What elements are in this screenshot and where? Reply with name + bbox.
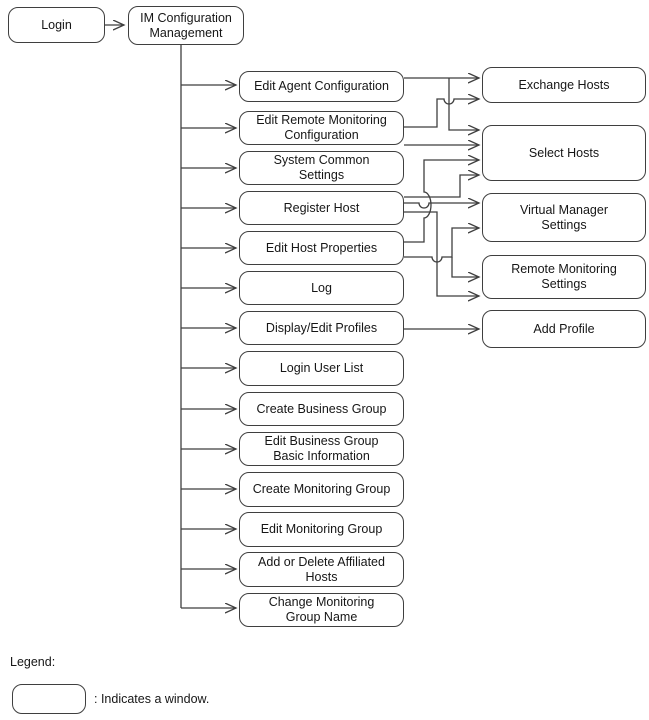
legend-item-label: : Indicates a window. — [94, 692, 210, 706]
window-box-virtual-manager-settings: Virtual Manager Settings — [482, 193, 646, 242]
window-box-system-common-settings: System Common Settings — [239, 151, 404, 185]
window-box-create-monitoring-group: Create Monitoring Group — [239, 472, 404, 507]
connector-ermc-xh — [404, 99, 479, 128]
window-box-exchange-hosts: Exchange Hosts — [482, 67, 646, 103]
window-box-add-profile: Add Profile — [482, 310, 646, 348]
window-box-remote-monitoring-settings: Remote Monitoring Settings — [482, 255, 646, 299]
window-box-login-user-list: Login User List — [239, 351, 404, 386]
window-box-edit-monitoring-group: Edit Monitoring Group — [239, 512, 404, 547]
connector-ehp-vms — [404, 228, 479, 263]
window-box-select-hosts: Select Hosts — [482, 125, 646, 181]
connector-rh-rms — [404, 211, 479, 296]
window-box-add-or-delete-affiliated-hosts: Add or Delete Affiliated Hosts — [239, 552, 404, 587]
window-box-display-edit-profiles: Display/Edit Profiles — [239, 311, 404, 345]
window-box-im-configuration-management: IM Configuration Management — [128, 6, 244, 45]
connector-rh-vms — [404, 203, 479, 208]
window-box-change-monitoring-group-name: Change Monitoring Group Name — [239, 593, 404, 627]
window-box-edit-agent-configuration: Edit Agent Configuration — [239, 71, 404, 102]
window-box-create-business-group: Create Business Group — [239, 392, 404, 426]
legend-window-symbol — [12, 684, 86, 714]
window-box-register-host: Register Host — [239, 191, 404, 225]
connector-rh-sh — [404, 175, 479, 198]
window-box-edit-host-properties: Edit Host Properties — [239, 231, 404, 265]
connector-eac-sh — [448, 78, 479, 130]
connector-ehp-rms — [451, 257, 479, 277]
connector-ehp-sh — [404, 160, 479, 243]
window-box-edit-business-group-basic-information: Edit Business Group Basic Information — [239, 432, 404, 466]
legend-title: Legend: — [10, 655, 56, 669]
window-box-edit-remote-monitoring-configuration: Edit Remote Monitoring Configuration — [239, 111, 404, 145]
window-box-log: Log — [239, 271, 404, 305]
window-box-login: Login — [8, 7, 105, 43]
